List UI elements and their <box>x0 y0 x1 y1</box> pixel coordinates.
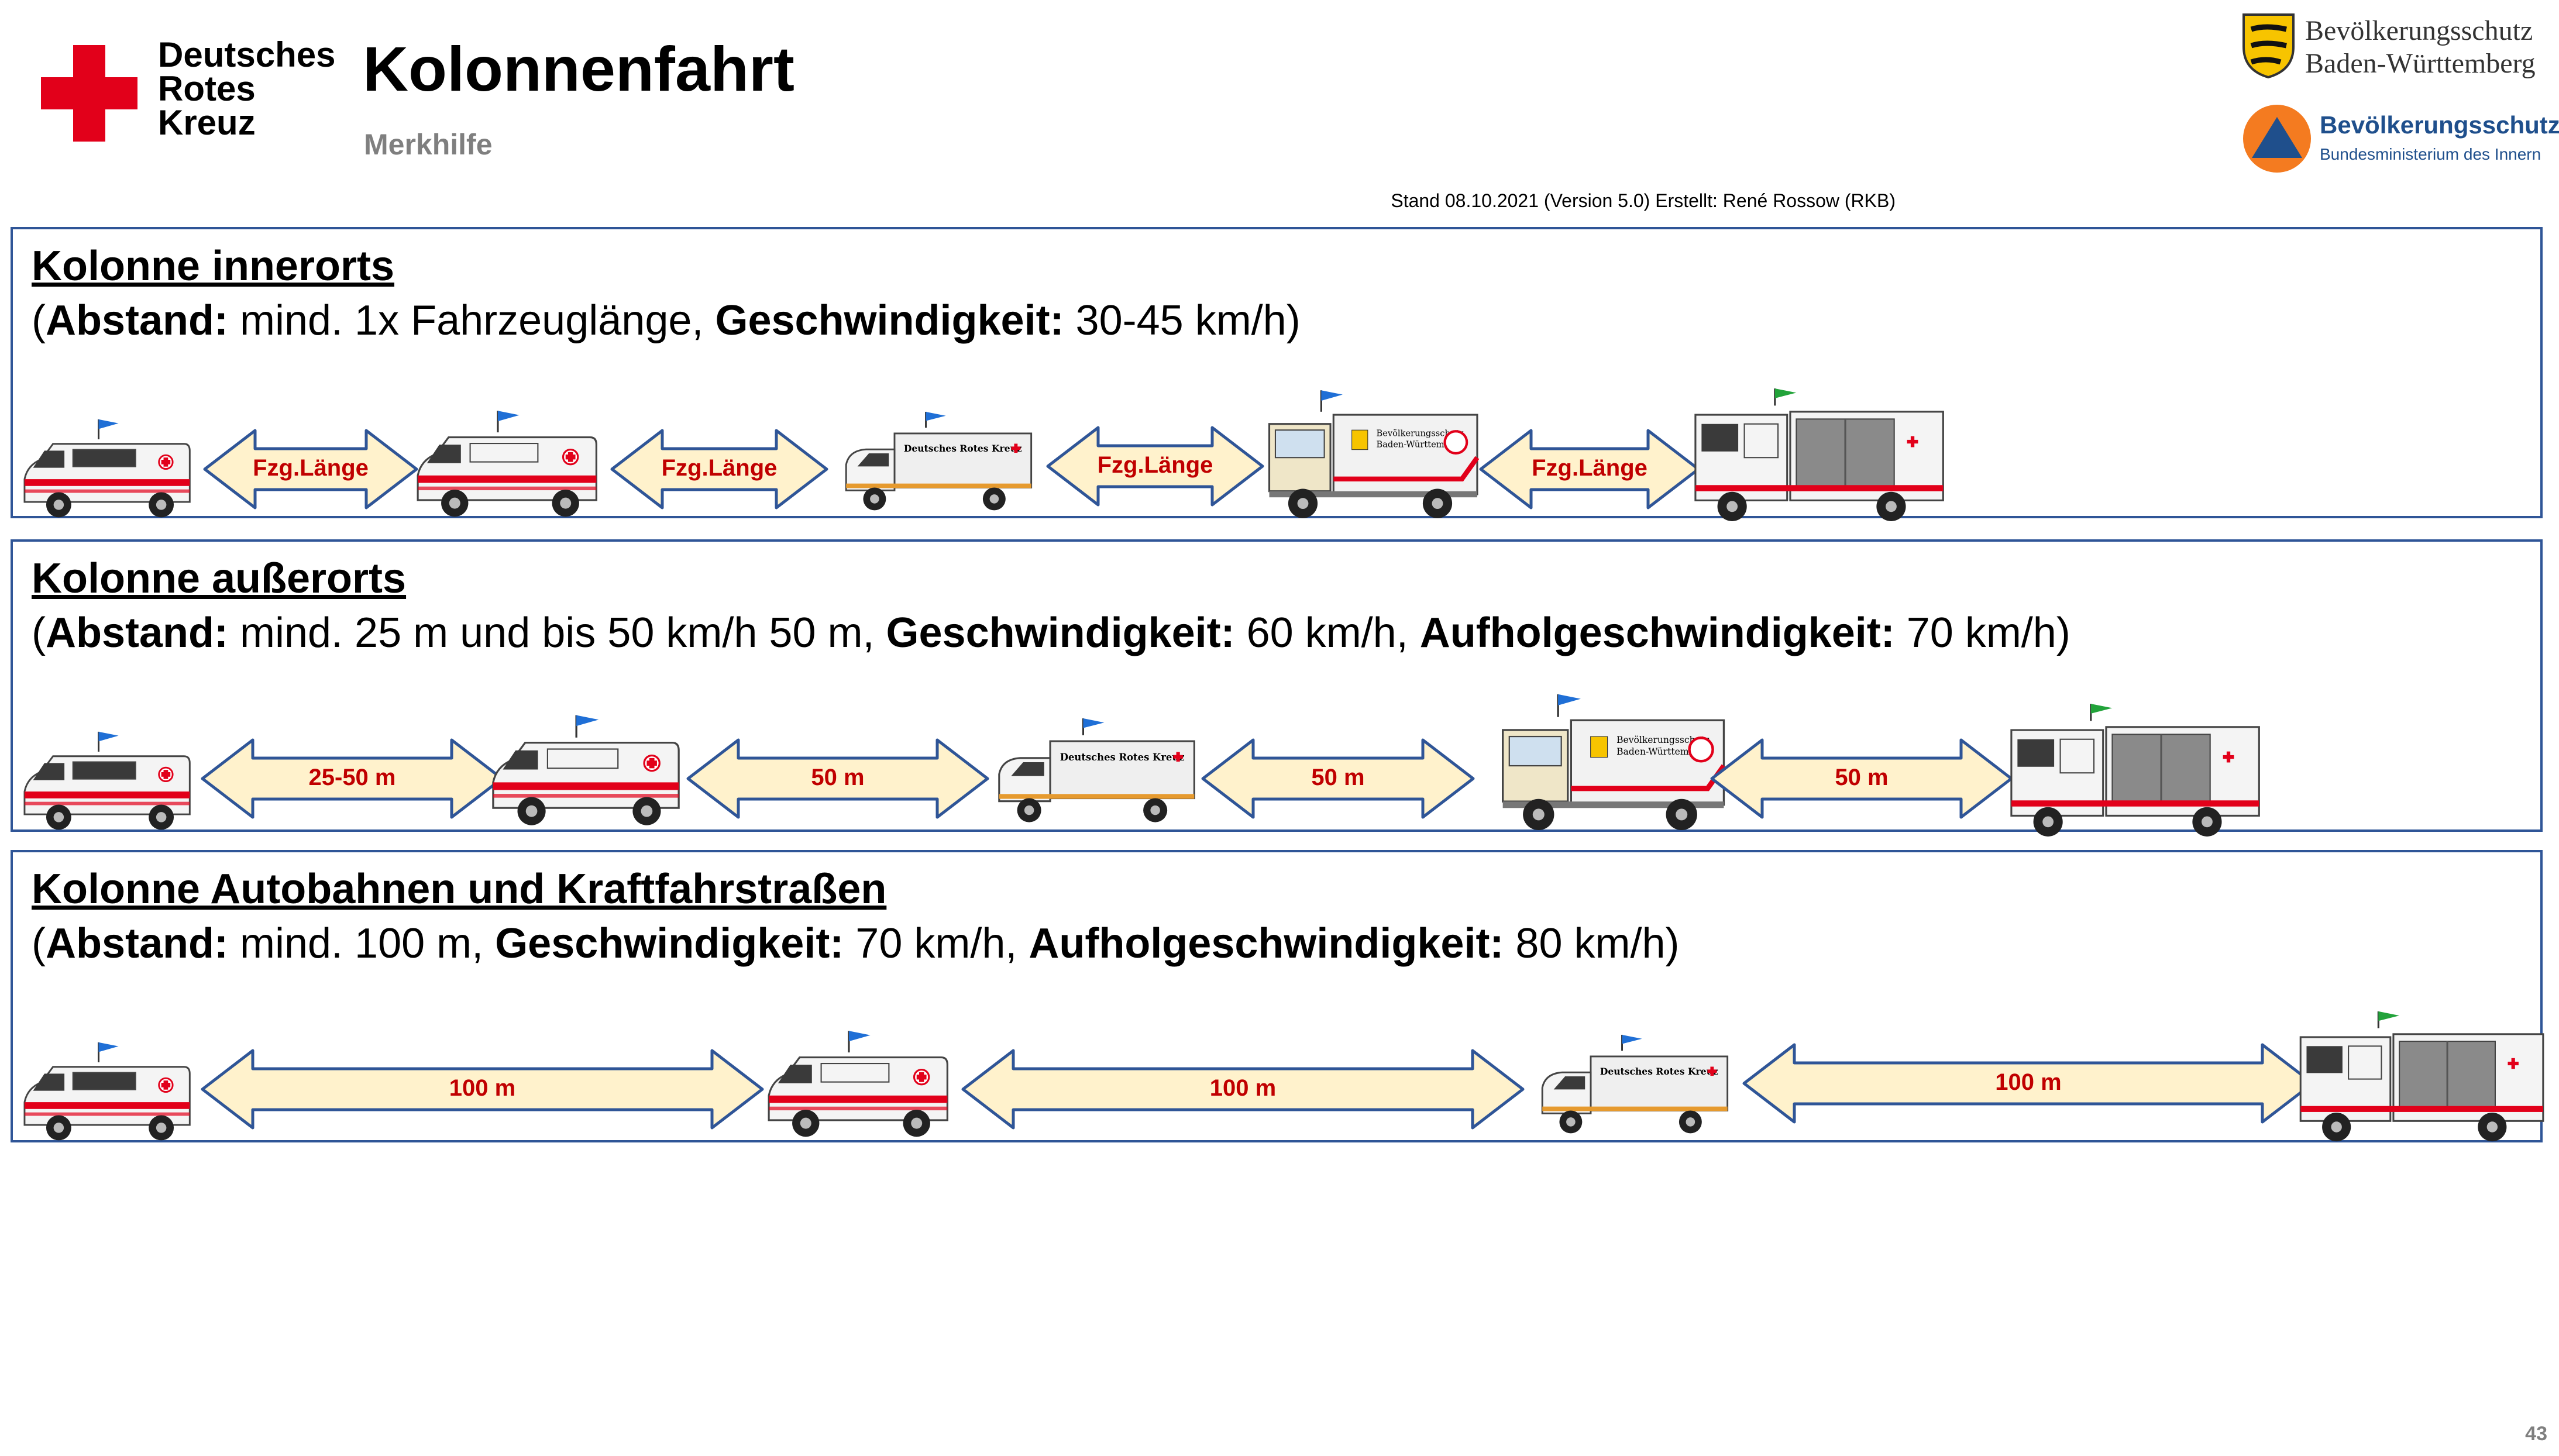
distance-arrow: Fzg.Länge <box>1478 428 1701 510</box>
command-van-icon <box>16 417 204 525</box>
command-van-icon <box>16 1039 204 1148</box>
bw-logo: Bevölkerungsschutz Baden-Württemberg <box>2241 9 2557 85</box>
command-van-icon <box>16 729 204 837</box>
section-heading: Kolonne außerorts <box>32 555 407 602</box>
section-innerorts: Kolonne innerorts (Abstand: mind. 1x Fah… <box>11 227 2543 521</box>
distance-arrow: 100 m <box>200 1048 765 1130</box>
ambulance-icon <box>756 1028 966 1145</box>
distance-label: Fzg.Länge <box>1532 455 1647 481</box>
page-subtitle: Merkhilfe <box>364 128 493 161</box>
distance-label: Fzg.Länge <box>253 455 369 481</box>
distance-label: 100 m <box>1995 1069 2062 1095</box>
supply-truck-icon: Bevölkerungsschutz Baden-Württemberg <box>1493 691 1727 834</box>
distance-arrow: 50 m <box>686 738 990 820</box>
distance-label: 50 m <box>811 765 865 790</box>
distance-label: 50 m <box>1835 765 1889 790</box>
section-rules: (Abstand: mind. 25 m und bis 50 km/h 50 … <box>32 610 2070 656</box>
svg-text:Deutsches Rotes Kreuz: Deutsches Rotes Kreuz <box>1600 1066 1718 1077</box>
svg-text:Baden-Württemberg: Baden-Württemberg <box>1616 746 1710 757</box>
bbk-triangle-icon <box>2243 105 2311 173</box>
section-autobahn: Kolonne Autobahnen und Kraftfahrstraßen … <box>11 850 2546 1145</box>
supply-truck-icon: Bevölkerungsschutz Baden-Württemberg <box>1253 387 1487 522</box>
equipment-truck-icon <box>2295 1007 2546 1145</box>
distance-arrow: Fzg.Länge <box>202 428 419 510</box>
distance-arrow: 25-50 m <box>200 738 504 820</box>
drk-wordmark: Deutsches Rotes Kreuz <box>158 35 336 142</box>
section-ausserorts: Kolonne außerorts (Abstand: mind. 25 m u… <box>11 539 2543 837</box>
bw-coat-of-arms-icon <box>2242 13 2295 79</box>
page-number: 43 <box>2525 1423 2547 1445</box>
svg-text:Bevölkerungsschutz: Bevölkerungsschutz <box>1376 429 1464 439</box>
section-rules: (Abstand: mind. 1x Fahrzeuglänge, Geschw… <box>32 297 1301 344</box>
distance-label: 100 m <box>1209 1075 1277 1101</box>
pickup-truck-icon: Deutsches Rotes Kreuz <box>1516 1034 1750 1142</box>
bbk-logo: Bevölkerungsschutz Bundesministerium des… <box>2241 99 2559 181</box>
page-title: Kolonnenfahrt <box>363 33 794 104</box>
svg-text:Baden-Württemberg: Baden-Württemberg <box>1376 439 1464 449</box>
ambulance-icon <box>411 408 610 525</box>
distance-arrow: 100 m <box>1742 1042 2315 1124</box>
section-heading: Kolonne Autobahnen und Kraftfahrstraßen <box>32 866 887 913</box>
version-info: Stand 08.10.2021 (Version 5.0) Erstellt:… <box>1391 190 1896 211</box>
distance-arrow: 50 m <box>1201 738 1475 820</box>
pickup-truck-icon: Deutsches Rotes Kreuz <box>820 411 1054 519</box>
section-heading: Kolonne innerorts <box>32 243 395 290</box>
distance-arrow: 100 m <box>961 1048 1525 1130</box>
distance-label: Fzg.Länge <box>1097 452 1213 478</box>
distance-arrow: Fzg.Länge <box>1045 425 1265 507</box>
svg-text:Deutsches Rotes Kreuz: Deutsches Rotes Kreuz <box>1060 752 1185 763</box>
equipment-truck-icon <box>2002 703 2265 837</box>
red-cross-icon <box>41 45 137 142</box>
section-rules: (Abstand: mind. 100 m, Geschwindigkeit: … <box>32 920 1680 967</box>
distance-label: Fzg.Länge <box>661 455 778 481</box>
distance-label: 25-50 m <box>308 765 396 790</box>
distance-arrow: 50 m <box>1710 738 2014 820</box>
distance-arrow: Fzg.Länge <box>610 428 829 510</box>
pickup-truck-icon: Deutsches Rotes Kreuz <box>978 717 1212 831</box>
ambulance-icon <box>487 711 692 834</box>
svg-text:Bevölkerungsschutz: Bevölkerungsschutz <box>1616 735 1710 745</box>
equipment-truck-icon <box>1686 387 1949 522</box>
distance-label: 100 m <box>449 1075 516 1101</box>
drk-logo: Deutsches Rotes Kreuz <box>41 35 345 155</box>
svg-text:Deutsches Rotes Kreuz: Deutsches Rotes Kreuz <box>904 443 1022 454</box>
distance-label: 50 m <box>1311 765 1365 790</box>
